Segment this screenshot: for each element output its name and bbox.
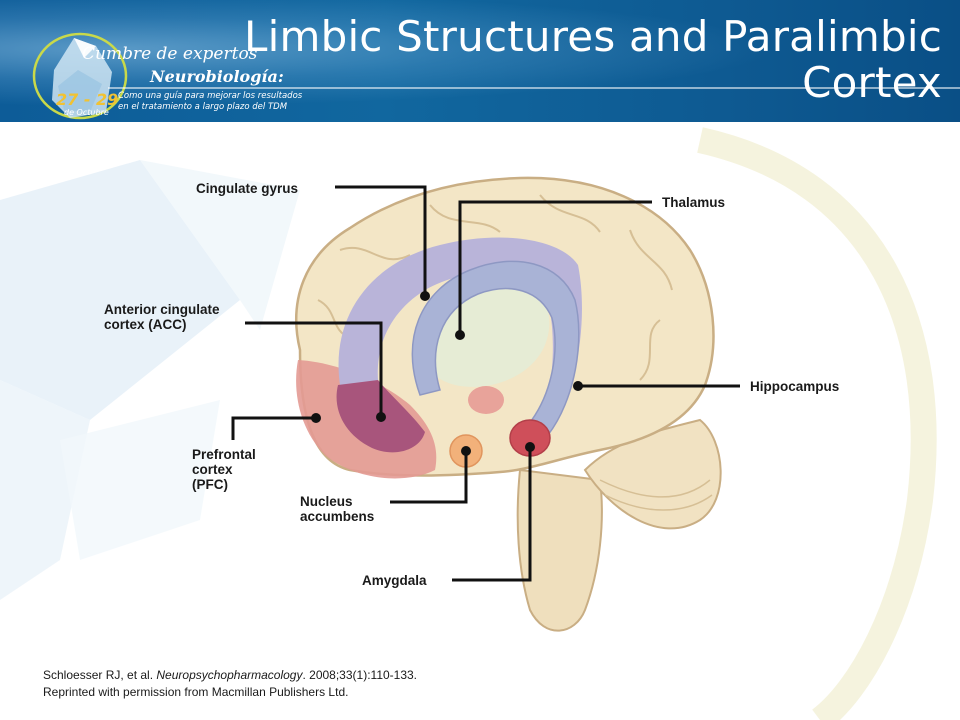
label-acc-line2: cortex (ACC) <box>104 317 187 332</box>
slide-title: Limbic Structures and Paralimbic Cortex <box>244 12 942 107</box>
leader-cingulate-gyrus <box>335 185 427 296</box>
logo-tagline-2: en el tratamiento a largo plazo del TDM <box>118 102 288 112</box>
label-pfc-line2: cortex <box>192 462 233 477</box>
citation-authors: Schloesser RJ, et al. <box>43 668 154 682</box>
leader-acc <box>245 321 383 417</box>
label-thalamus: Thalamus <box>662 195 726 210</box>
logo-month: de Octubre <box>64 108 109 117</box>
citation-line1: Schloesser RJ, et al. Neuropsychopharmac… <box>43 667 417 684</box>
hypothalamus <box>468 386 504 414</box>
label-nacc-line2: accumbens <box>300 509 375 524</box>
thalamus <box>424 284 550 387</box>
label-nucleus-accumbens: Nucleus accumbens <box>300 494 374 524</box>
logo-line2: Neurobiología: <box>150 67 284 86</box>
logo-tagline-1: Como una guía para mejorar los resultado… <box>118 91 303 101</box>
leader-thalamus <box>458 200 652 335</box>
header-rule <box>108 87 960 89</box>
citation-details: . 2008;33(1):110-133. <box>302 668 418 682</box>
leader-pfc <box>231 416 316 440</box>
brainstem <box>516 468 603 632</box>
label-pfc-line1: Prefrontal <box>192 447 256 462</box>
citation: Schloesser RJ, et al. Neuropsychopharmac… <box>43 667 417 701</box>
label-nacc-line1: Nucleus <box>300 494 353 509</box>
citation-line2: Reprinted with permission from Macmillan… <box>43 685 349 699</box>
label-pfc: Prefrontal cortex (PFC) <box>192 447 256 492</box>
logo-dates: 27 - 29 <box>56 90 119 109</box>
leader-nucleus-accumbens <box>390 451 468 504</box>
label-hippocampus: Hippocampus <box>750 379 840 394</box>
hippocampus <box>411 260 580 436</box>
label-amygdala: Amygdala <box>362 573 427 588</box>
header-glow <box>0 0 960 122</box>
logo-tagline: Como una guía para mejorar los resultado… <box>118 91 302 113</box>
header-banner: Cumbre de expertos Neurobiología: 27 - 2… <box>0 0 960 122</box>
label-cingulate-gyrus: Cingulate gyrus <box>196 181 299 196</box>
citation-journal: Neuropsychopharmacology <box>156 668 303 682</box>
label-acc-line1: Anterior cingulate <box>104 302 220 317</box>
cingulate-gyrus <box>338 237 582 395</box>
iceberg-logo-graphic <box>32 32 128 120</box>
leader-amygdala <box>452 447 532 582</box>
label-pfc-line3: (PFC) <box>192 477 228 492</box>
logo-line1: Cumbre de expertos <box>82 44 258 64</box>
label-acc: Anterior cingulate cortex (ACC) <box>104 302 220 332</box>
